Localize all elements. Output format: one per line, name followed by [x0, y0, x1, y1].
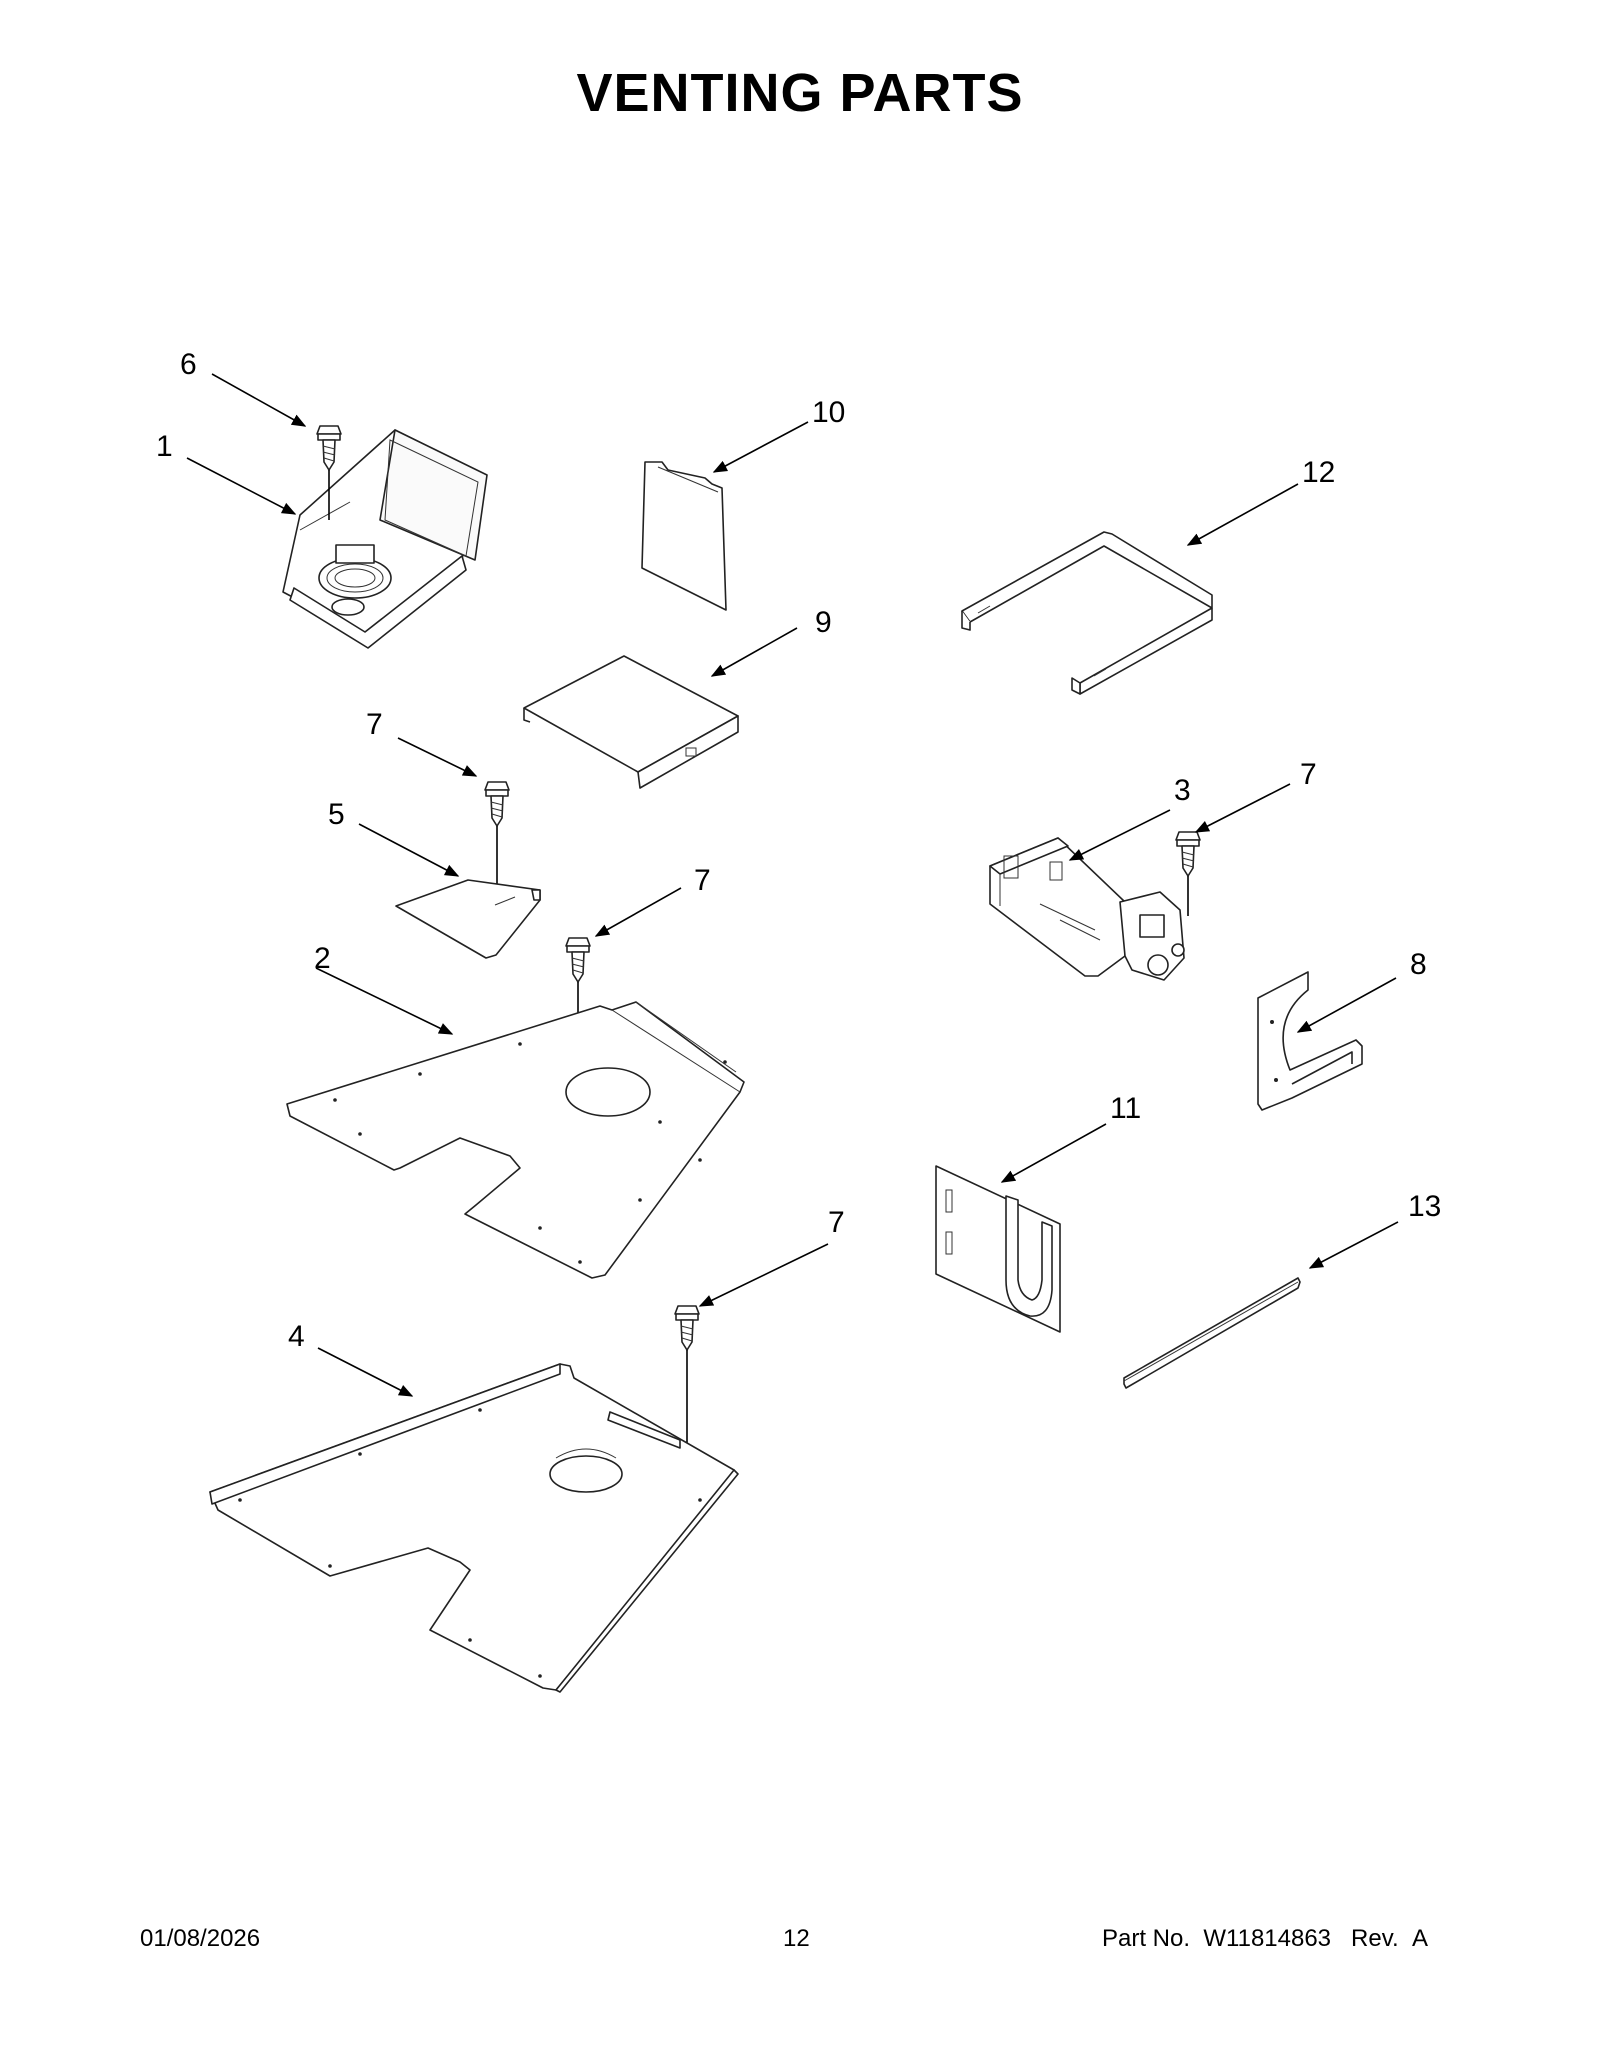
callout-6: 6 — [180, 348, 197, 381]
callout-7-lower: 7 — [828, 1206, 845, 1239]
callout-8: 8 — [1410, 948, 1427, 981]
part-8-bracket — [1257, 971, 1363, 1111]
part-1-vent-housing — [282, 429, 488, 649]
part-2-plate — [286, 1001, 745, 1279]
part-number-label: Part No. — [1102, 1925, 1191, 1952]
part-9-shield — [523, 655, 739, 789]
part-10-panel — [641, 461, 727, 611]
callout-12: 12 — [1302, 456, 1335, 489]
callout-3: 3 — [1174, 774, 1191, 807]
callout-1: 1 — [156, 430, 173, 463]
part-3-valve-assembly — [989, 837, 1185, 981]
part-4-base-plate — [209, 1363, 739, 1693]
callout-2: 2 — [314, 942, 331, 975]
part-5-bracket — [395, 879, 541, 959]
revision-value: A — [1411, 1925, 1428, 1952]
footer-part-info: Part No. W11814863 Rev. A — [1102, 1925, 1428, 1953]
callout-7-middle: 7 — [694, 864, 711, 897]
callout-11: 11 — [1110, 1092, 1141, 1125]
footer-page-number: 12 — [783, 1925, 810, 1952]
part-12-frame — [961, 531, 1213, 695]
callout-7-right: 7 — [1300, 758, 1317, 791]
callout-4: 4 — [288, 1320, 305, 1353]
callout-9: 9 — [815, 606, 832, 639]
page-title: VENTING PARTS — [576, 63, 1024, 123]
part-11-bracket — [935, 1165, 1061, 1333]
callout-10: 10 — [812, 396, 845, 429]
footer-date: 01/08/2026 — [140, 1925, 261, 1952]
callout-7-top: 7 — [366, 708, 383, 741]
callout-5: 5 — [328, 798, 345, 831]
leader-lines — [186, 373, 1399, 1397]
part-13-strip — [1123, 1277, 1301, 1389]
revision-label: Rev. — [1351, 1925, 1399, 1952]
callout-13: 13 — [1408, 1190, 1441, 1223]
part-number-value: W11814863 — [1203, 1925, 1332, 1952]
